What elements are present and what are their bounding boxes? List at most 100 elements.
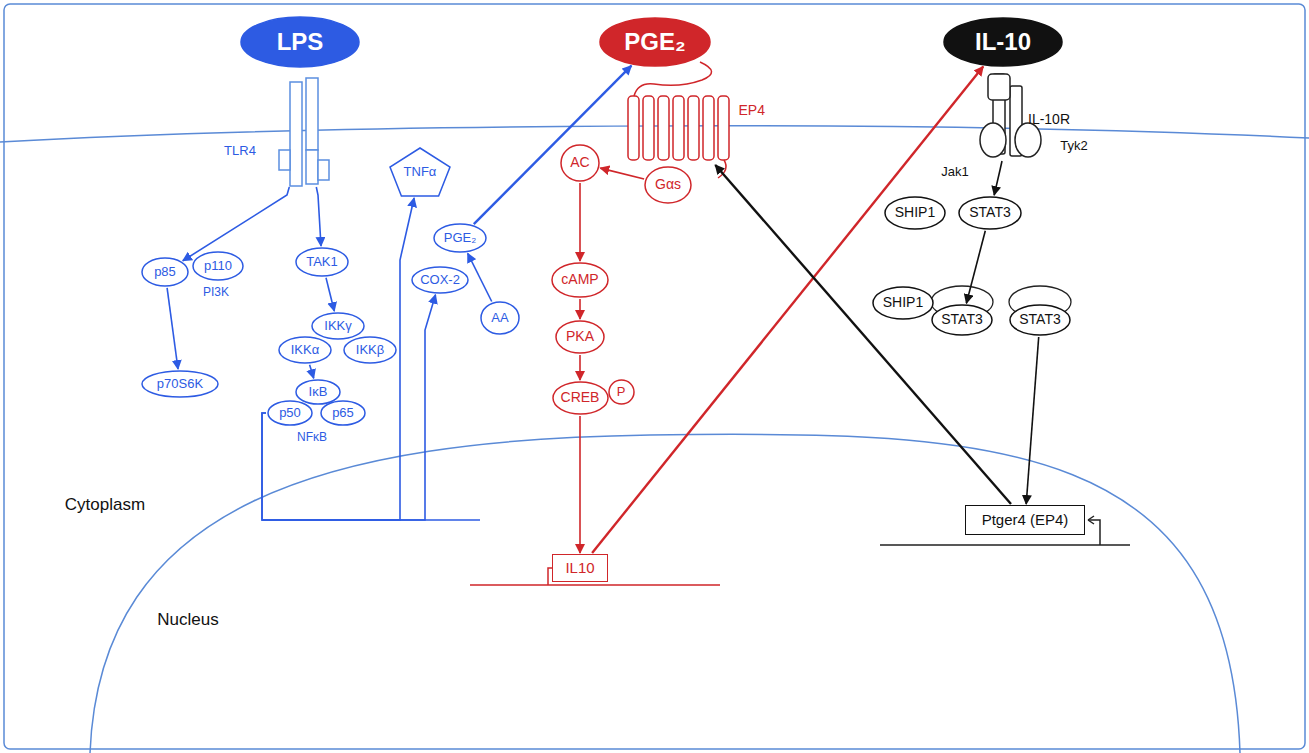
protein-oval: p65 xyxy=(320,400,366,426)
shape xyxy=(241,17,359,67)
protein-oval: AA xyxy=(480,301,520,335)
node-label: CREB xyxy=(561,390,600,405)
protein-oval: p110 xyxy=(192,251,244,281)
node-label: AA xyxy=(491,311,508,325)
protein-oval: TAK1 xyxy=(295,247,349,277)
signal-arrow xyxy=(468,253,492,301)
node-label: p85 xyxy=(154,265,176,279)
protein-oval: p50 xyxy=(267,400,313,426)
shape xyxy=(390,148,450,196)
receptor: TLR4 xyxy=(278,78,332,186)
node-label: STAT3 xyxy=(969,205,1011,220)
protein-oval: IKKα xyxy=(278,336,332,364)
node-label: PGE₂ xyxy=(444,231,477,245)
signal-arrow xyxy=(592,67,983,553)
signal-arrow xyxy=(167,288,178,369)
shape xyxy=(944,18,1062,66)
node-label: LPS xyxy=(277,29,324,55)
shape xyxy=(344,337,396,363)
shape xyxy=(609,380,634,404)
cytokine-pentagon: TNFα xyxy=(389,147,451,197)
node-label: EP4 xyxy=(739,103,765,118)
protein-oval: IKKβ xyxy=(343,336,397,364)
node-label: AC xyxy=(570,155,589,170)
annotation-label: PI3K xyxy=(203,286,229,299)
protein-oval: P xyxy=(608,379,635,405)
signal-arrow xyxy=(262,295,436,520)
signal-arrow xyxy=(579,355,581,380)
protein-oval: STAT3 xyxy=(958,196,1022,230)
node-label: STAT3 xyxy=(1019,312,1061,327)
signal-arrow xyxy=(966,231,985,303)
shape xyxy=(312,313,364,339)
node-label: TAK1 xyxy=(306,255,338,269)
shape xyxy=(1010,305,1070,335)
gene-box: IL10 xyxy=(552,554,608,582)
shape xyxy=(556,321,604,353)
shape xyxy=(296,380,340,404)
signal-arrow xyxy=(326,278,334,311)
node-label: SHIP1 xyxy=(883,295,923,310)
tlr4-receptor xyxy=(279,78,329,186)
node-label: p110 xyxy=(204,259,232,273)
gene-box: Ptger4 (EP4) xyxy=(965,505,1085,535)
node-label: PGE₂ xyxy=(624,29,685,55)
signal-arrow xyxy=(310,365,314,378)
shape xyxy=(481,302,519,334)
protein-oval: CREB xyxy=(552,381,609,415)
annotation-label: Jak1 xyxy=(941,165,968,179)
shape xyxy=(412,267,468,293)
protein-oval: IκB xyxy=(295,379,341,405)
ligand-oval: LPS xyxy=(240,16,360,68)
node-label: IL-10R xyxy=(1028,112,1070,127)
annotation-label: Cytoplasm xyxy=(65,496,145,515)
shape xyxy=(553,382,608,414)
protein-oval: COX-2 xyxy=(411,266,469,294)
node-label: PKA xyxy=(566,329,594,344)
signal-arrow xyxy=(474,66,632,224)
node-label: p65 xyxy=(332,406,354,420)
protein-oval: p85 xyxy=(141,257,189,287)
ligand-oval: PGE₂ xyxy=(599,17,711,67)
signal-arrow xyxy=(600,168,644,179)
protein-oval: PKA xyxy=(555,320,605,354)
shape xyxy=(193,252,243,280)
protein-oval: PGE₂ xyxy=(433,223,487,253)
shape xyxy=(873,287,933,319)
node-label: Ptger4 (EP4) xyxy=(982,512,1069,529)
node-label: Gαs xyxy=(655,177,681,192)
node-label: IL-10 xyxy=(975,29,1031,55)
shape xyxy=(932,305,992,335)
protein-oval: STAT3 xyxy=(931,304,993,336)
shape xyxy=(959,197,1021,229)
shape xyxy=(321,401,365,425)
receptor: EP4 xyxy=(625,92,742,164)
node-label: p50 xyxy=(279,406,301,420)
shape xyxy=(142,371,218,397)
signal-arrow xyxy=(579,299,581,319)
signal-arrow xyxy=(183,187,289,261)
ep4-receptor xyxy=(628,62,729,178)
signal-arrow xyxy=(579,183,581,261)
receptor: IL-10R xyxy=(982,70,1042,160)
shape xyxy=(268,401,312,425)
node-label: P xyxy=(617,385,626,399)
protein-oval: STAT3 xyxy=(1009,304,1071,336)
node-label: COX-2 xyxy=(420,273,460,287)
protein-oval: Gαs xyxy=(644,166,692,204)
node-label: IKKα xyxy=(291,343,319,357)
signal-arrow xyxy=(262,198,414,520)
annotation-label: NFκB xyxy=(297,431,327,444)
signal-arrow xyxy=(316,187,321,246)
protein-oval: SHIP1 xyxy=(872,286,934,320)
protein-oval: SHIP1 xyxy=(884,196,946,230)
node-label: IL10 xyxy=(565,560,594,577)
signal-arrow xyxy=(994,161,1002,195)
signal-arrow xyxy=(1026,337,1039,504)
shape xyxy=(552,263,608,297)
protein-oval: AC xyxy=(560,144,600,182)
shape xyxy=(645,167,691,203)
protein-oval: p70S6K xyxy=(141,370,219,398)
shape xyxy=(434,224,486,252)
